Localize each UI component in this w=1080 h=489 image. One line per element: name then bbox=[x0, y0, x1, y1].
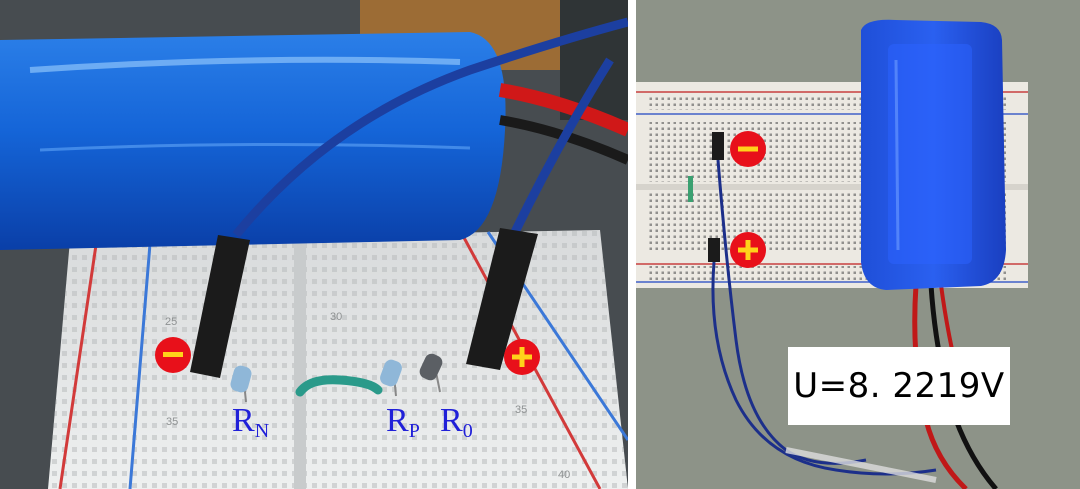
jumper-wire-minus bbox=[232, 17, 628, 238]
probe-wire-minus bbox=[716, 159, 867, 465]
board-number-30: 30 bbox=[330, 311, 342, 323]
label-r0: R0 bbox=[440, 402, 473, 442]
probe-connector-minus bbox=[190, 235, 250, 378]
breadboard-center-channel bbox=[294, 236, 306, 489]
battery-pack bbox=[0, 32, 506, 250]
minus-sign-icon-right bbox=[738, 146, 758, 152]
board-number-25: 25 bbox=[165, 316, 177, 328]
probe-wire-plus bbox=[711, 261, 937, 476]
plus-marker-left bbox=[504, 339, 540, 375]
board-number-35-left: 35 bbox=[166, 416, 178, 428]
battery-red-wire bbox=[498, 83, 628, 137]
green-jumper bbox=[688, 176, 693, 202]
power-rail-red-line bbox=[58, 244, 98, 489]
jumper-link bbox=[295, 375, 383, 397]
board-number-40: 40 bbox=[558, 469, 570, 481]
voltage-readout: U=8. 2219V bbox=[788, 347, 1010, 425]
label-rp: RP bbox=[386, 402, 420, 442]
probe-connector-plus bbox=[466, 228, 538, 370]
resistor-rn bbox=[230, 365, 252, 403]
minus-marker-left bbox=[155, 337, 191, 373]
minus-sign-icon bbox=[163, 352, 183, 357]
probe-connector-plus-top bbox=[708, 238, 720, 262]
resistor-rp bbox=[380, 359, 402, 397]
plus-marker-right bbox=[730, 232, 766, 268]
minus-marker-right bbox=[730, 131, 766, 167]
jumper-wire-plus bbox=[510, 57, 614, 234]
label-rn: RN bbox=[232, 402, 270, 442]
resistor-r0 bbox=[419, 353, 443, 393]
board-number-35-right: 35 bbox=[515, 404, 527, 416]
probe-connector-minus-top bbox=[712, 132, 724, 160]
left-photo-panel: 25 30 35 35 40 RN RP R0 bbox=[0, 0, 628, 489]
left-photo-scene: 25 30 35 35 40 bbox=[0, 0, 628, 489]
power-rail-blue-line bbox=[128, 243, 152, 489]
